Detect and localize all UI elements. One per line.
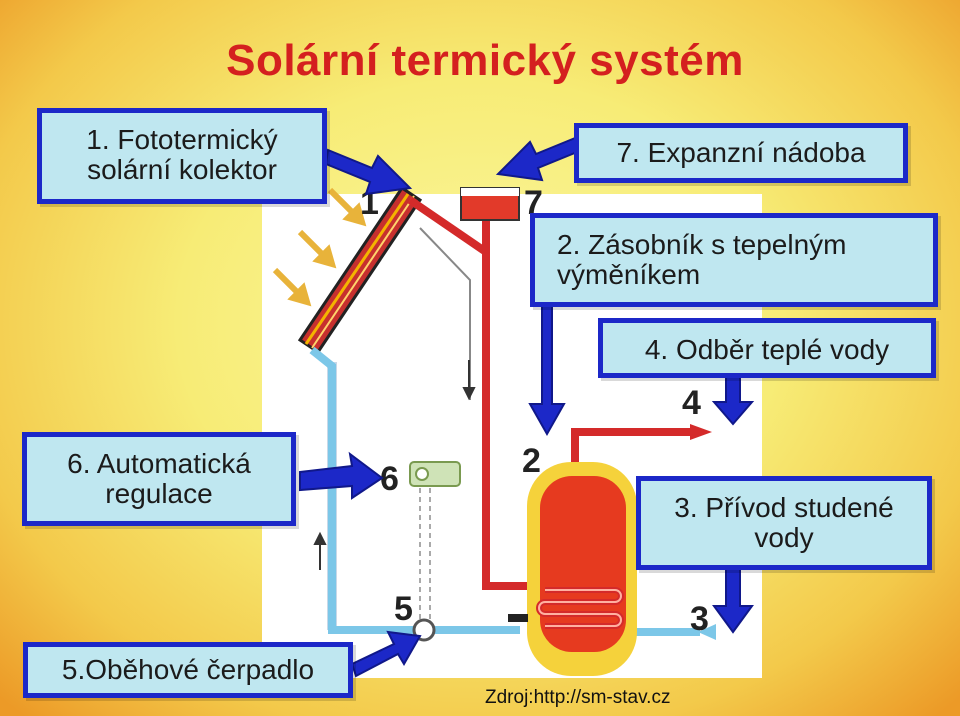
flow-arrows — [313, 360, 476, 570]
label-pump-text: 5.Oběhové čerpadlo — [61, 654, 315, 685]
label-regulation: 6. Automatická regulace — [22, 432, 296, 526]
label-cold-water: 3. Přívod studené vody — [636, 476, 932, 570]
number-7: 7 — [524, 184, 543, 222]
regulator-dial — [415, 467, 429, 481]
number-3: 3 — [690, 600, 709, 638]
label-collector-line2: solární kolektor — [87, 154, 277, 185]
expansion-vessel-top — [461, 188, 519, 196]
callout-arrows — [299, 134, 755, 678]
number-2: 2 — [522, 442, 541, 480]
sensor — [508, 614, 528, 622]
label-hot-water: 4. Odběr teplé vody — [598, 318, 936, 378]
label-regulation-line2: regulace — [105, 478, 213, 509]
label-storage: 2. Zásobník s tepelným výměníkem — [530, 213, 938, 307]
hot-outlet-arrow — [690, 424, 712, 440]
cold-inlet-arrow — [698, 624, 716, 640]
number-5: 5 — [394, 590, 413, 628]
label-pump: 5.Oběhové čerpadlo — [23, 642, 353, 698]
page-title-text: Solární termický systém — [226, 36, 744, 85]
label-hot-water-text: 4. Odběr teplé vody — [644, 334, 890, 365]
source-credit: Zdroj:http://sm-stav.cz — [485, 687, 671, 708]
storage-tank — [527, 462, 637, 676]
label-storage-line1: 2. Zásobník s tepelným — [557, 229, 847, 260]
sun-rays — [272, 187, 367, 307]
label-cold-water-line2: vody — [754, 522, 814, 553]
label-expansion-text: 7. Expanzní nádoba — [616, 137, 866, 168]
label-expansion: 7. Expanzní nádoba — [574, 123, 908, 183]
label-cold-water-line1: 3. Přívod studené — [674, 492, 894, 523]
number-6: 6 — [380, 460, 399, 498]
label-collector: 1. Fototermický solární kolektor — [37, 108, 327, 204]
page-title: Solární termický systém — [0, 36, 960, 86]
label-regulation-line1: 6. Automatická — [67, 448, 251, 479]
label-storage-line2: výměníkem — [557, 259, 701, 290]
solar-collector — [297, 185, 423, 355]
label-collector-line1: 1. Fototermický — [86, 124, 278, 155]
number-4: 4 — [682, 384, 701, 422]
